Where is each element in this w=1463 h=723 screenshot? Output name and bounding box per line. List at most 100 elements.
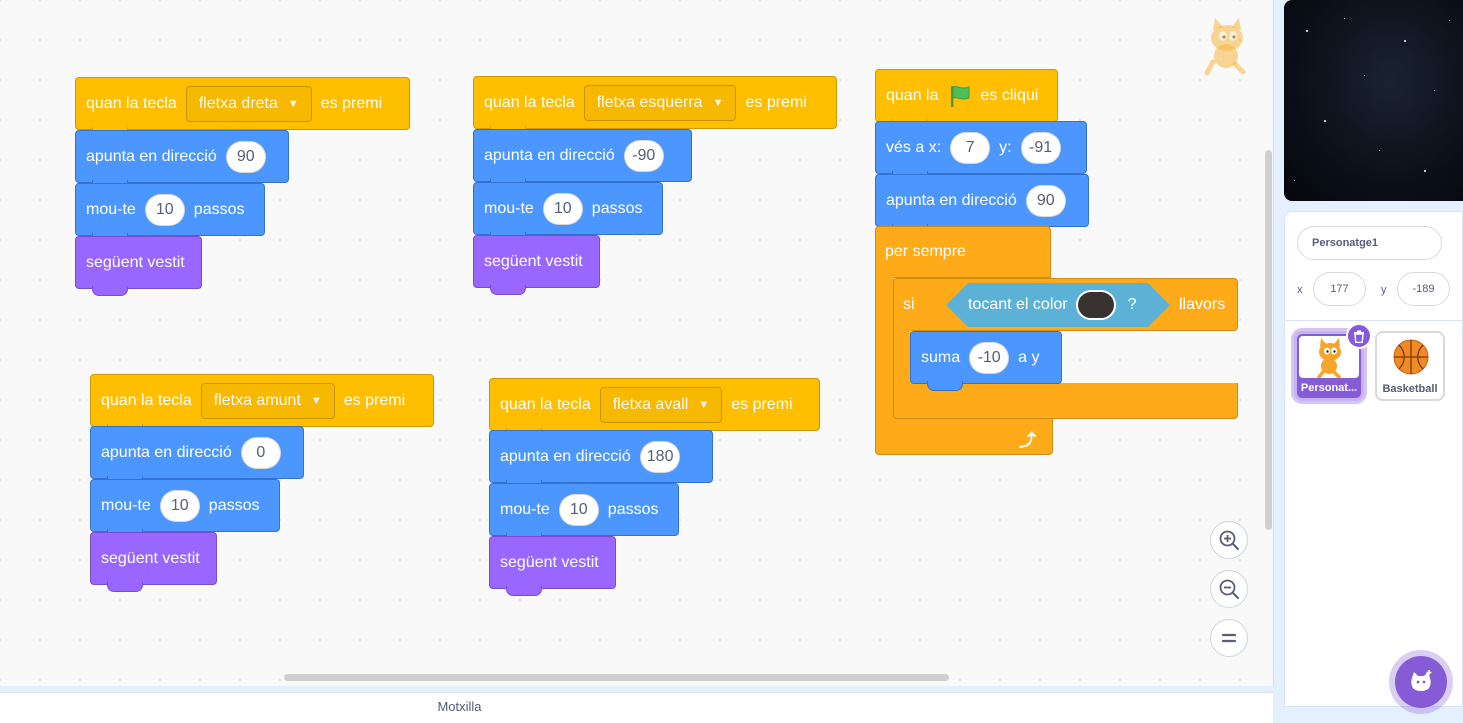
block-label: quan la tecla xyxy=(86,94,177,112)
code-workspace[interactable]: quan la tecla fletxa dreta▼ es premi apu… xyxy=(0,0,1274,686)
block-label: passos xyxy=(591,199,643,217)
next-costume-block[interactable]: següent vestit xyxy=(75,236,202,296)
sprite-tile-name: Basketball xyxy=(1382,383,1438,395)
direction-input[interactable]: 180 xyxy=(639,440,681,473)
sprite-y-input[interactable]: -189 xyxy=(1397,272,1450,306)
vertical-scrollbar[interactable] xyxy=(1265,150,1272,530)
forever-block[interactable]: per sempre xyxy=(875,226,1051,278)
block-label: mou-te xyxy=(101,496,151,514)
if-block-end xyxy=(893,383,1238,419)
change-y-block[interactable]: suma -10 a y xyxy=(910,331,1062,391)
block-label: ? xyxy=(1127,296,1137,313)
key-dropdown[interactable]: fletxa amunt▼ xyxy=(200,382,335,419)
zoom-out-icon xyxy=(1219,579,1239,599)
block-label: quan la tecla xyxy=(101,391,192,409)
block-label: quan la tecla xyxy=(500,395,591,413)
star xyxy=(1364,75,1365,76)
zoom-reset-button[interactable] xyxy=(1210,619,1248,657)
forever-block-end xyxy=(875,418,1053,455)
chevron-down-icon: ▼ xyxy=(698,398,710,411)
point-direction-block[interactable]: apunta en direcció 90 xyxy=(75,130,289,190)
block-label: apunta en direcció xyxy=(500,447,631,465)
zoom-in-icon xyxy=(1219,530,1239,550)
key-dropdown[interactable]: fletxa avall ▼ xyxy=(599,386,723,423)
block-label: tocant el color xyxy=(968,296,1068,313)
point-direction-block[interactable]: apunta en direcció 180 xyxy=(489,430,713,490)
x-label: x xyxy=(1297,284,1303,296)
if-block-arm xyxy=(893,329,911,387)
steps-input[interactable]: 10 xyxy=(144,193,185,226)
hat-block-key-pressed[interactable]: quan la tecla fletxa amunt▼ es premi xyxy=(90,355,434,434)
sprite-tile-basketball[interactable]: Basketball xyxy=(1375,331,1445,401)
block-label: vés a x: xyxy=(886,138,942,156)
dropdown-value: fletxa avall xyxy=(612,395,689,413)
block-label: següent vestit xyxy=(86,253,185,271)
forever-block-arm xyxy=(875,276,894,426)
move-steps-block[interactable]: mou-te 10 passos xyxy=(75,183,265,243)
star xyxy=(1306,30,1308,32)
sprite-x-input[interactable]: 177 xyxy=(1313,272,1366,306)
move-steps-block[interactable]: mou-te 10 passos xyxy=(90,479,280,539)
add-sprite-button[interactable] xyxy=(1395,656,1447,708)
direction-input[interactable]: 0 xyxy=(240,436,281,469)
star xyxy=(1344,18,1345,19)
steps-input[interactable]: 10 xyxy=(542,192,583,225)
key-dropdown[interactable]: fletxa esquerra▼ xyxy=(583,84,737,121)
block-label: següent vestit xyxy=(101,549,200,567)
zoom-in-button[interactable] xyxy=(1210,521,1248,559)
sprite-tile-personatge1[interactable]: Personat... xyxy=(1294,331,1364,401)
next-costume-block[interactable]: següent vestit xyxy=(489,536,616,596)
block-label: apunta en direcció xyxy=(484,146,615,164)
block-label: quan la tecla xyxy=(484,93,575,111)
sprite-tile-name: Personat... xyxy=(1300,382,1358,394)
point-direction-block[interactable]: apunta en direcció 90 xyxy=(875,174,1089,234)
key-dropdown[interactable]: fletxa dreta▼ xyxy=(185,85,312,122)
touching-color-block[interactable]: tocant el color ? xyxy=(946,283,1170,327)
steps-input[interactable]: 10 xyxy=(159,489,200,522)
backpack-panel[interactable]: Motxilla xyxy=(0,692,1273,723)
chevron-down-icon: ▼ xyxy=(310,394,322,407)
y-input[interactable]: -91 xyxy=(1020,131,1061,164)
hat-block-key-pressed[interactable]: quan la tecla fletxa esquerra▼ es premi xyxy=(473,57,837,136)
point-direction-block[interactable]: apunta en direcció -90 xyxy=(473,129,692,189)
star xyxy=(1324,120,1326,122)
block-label: quan la xyxy=(886,86,939,104)
color-picker[interactable] xyxy=(1076,290,1116,320)
cat-sprite-icon xyxy=(1317,338,1341,379)
block-label: passos xyxy=(193,200,245,218)
x-input[interactable]: 7 xyxy=(950,131,991,164)
block-label: es premi xyxy=(731,395,793,413)
block-label: per sempre xyxy=(885,243,966,260)
hat-block-key-pressed[interactable]: quan la tecla fletxa avall ▼ es premi xyxy=(489,359,820,438)
move-steps-block[interactable]: mou-te 10 passos xyxy=(489,483,679,543)
point-direction-block[interactable]: apunta en direcció 0 xyxy=(90,426,304,486)
block-label: passos xyxy=(208,496,260,514)
hat-block-flag-clicked[interactable]: quan la es cliqui xyxy=(875,50,1058,129)
star xyxy=(1434,90,1435,91)
next-costume-block[interactable]: següent vestit xyxy=(473,235,600,295)
zoom-out-button[interactable] xyxy=(1210,570,1248,608)
block-label: mou-te xyxy=(500,500,550,518)
sprite-name-input[interactable]: Personatge1 xyxy=(1297,226,1442,260)
block-label: apunta en direcció xyxy=(886,191,1017,209)
horizontal-scrollbar[interactable] xyxy=(284,674,949,681)
stage-preview[interactable] xyxy=(1284,0,1463,201)
go-to-xy-block[interactable]: vés a x: 7 y: -91 xyxy=(875,121,1087,181)
next-costume-block[interactable]: següent vestit xyxy=(90,532,217,592)
direction-input[interactable]: -90 xyxy=(623,139,664,172)
direction-input[interactable]: 90 xyxy=(225,140,266,173)
block-label: apunta en direcció xyxy=(86,147,217,165)
block-label: llavors xyxy=(1179,296,1226,313)
direction-input[interactable]: 90 xyxy=(1025,184,1066,217)
delete-sprite-button[interactable] xyxy=(1346,323,1372,349)
hat-block-key-pressed[interactable]: quan la tecla fletxa dreta▼ es premi xyxy=(75,58,410,137)
star xyxy=(1424,170,1426,172)
block-label: y: xyxy=(999,138,1012,156)
steps-input[interactable]: 10 xyxy=(558,493,599,526)
block-label: si xyxy=(903,296,915,313)
change-y-input[interactable]: -10 xyxy=(969,341,1010,374)
block-label: següent vestit xyxy=(484,252,583,270)
block-label: a y xyxy=(1018,348,1040,366)
block-label: apunta en direcció xyxy=(101,443,232,461)
move-steps-block[interactable]: mou-te 10 passos xyxy=(473,182,663,242)
